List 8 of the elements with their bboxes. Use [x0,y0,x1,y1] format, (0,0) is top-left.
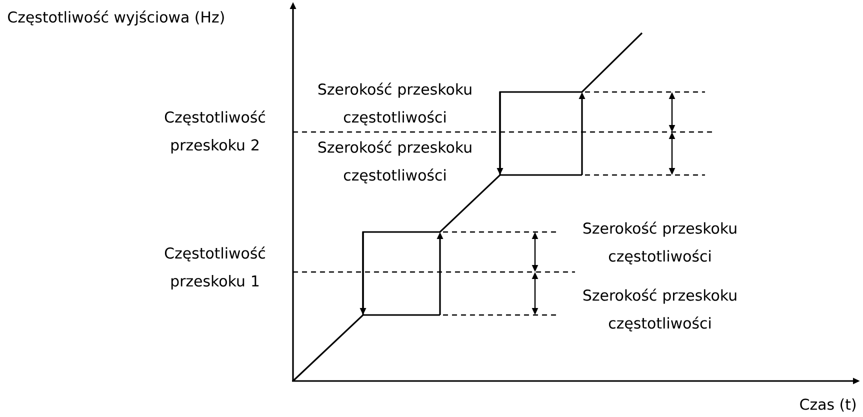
annotation-text: Szerokość przeskoku częstotliwości [318,82,472,126]
annotation-text: Częstotliwość przeskoku 1 [164,246,265,290]
annotation-text: Szerokość przeskoku częstotliwości [318,140,472,184]
axis-label: Częstotliwość wyjściowa (Hz) [8,10,224,26]
axis-label: Czas (t) [800,398,856,412]
annotation-text: Szerokość przeskoku częstotliwości [583,288,736,332]
annotation-text: Częstotliwość przeskoku 2 [164,110,265,154]
annotation-text: Szerokość przeskoku częstotliwości [583,222,736,264]
